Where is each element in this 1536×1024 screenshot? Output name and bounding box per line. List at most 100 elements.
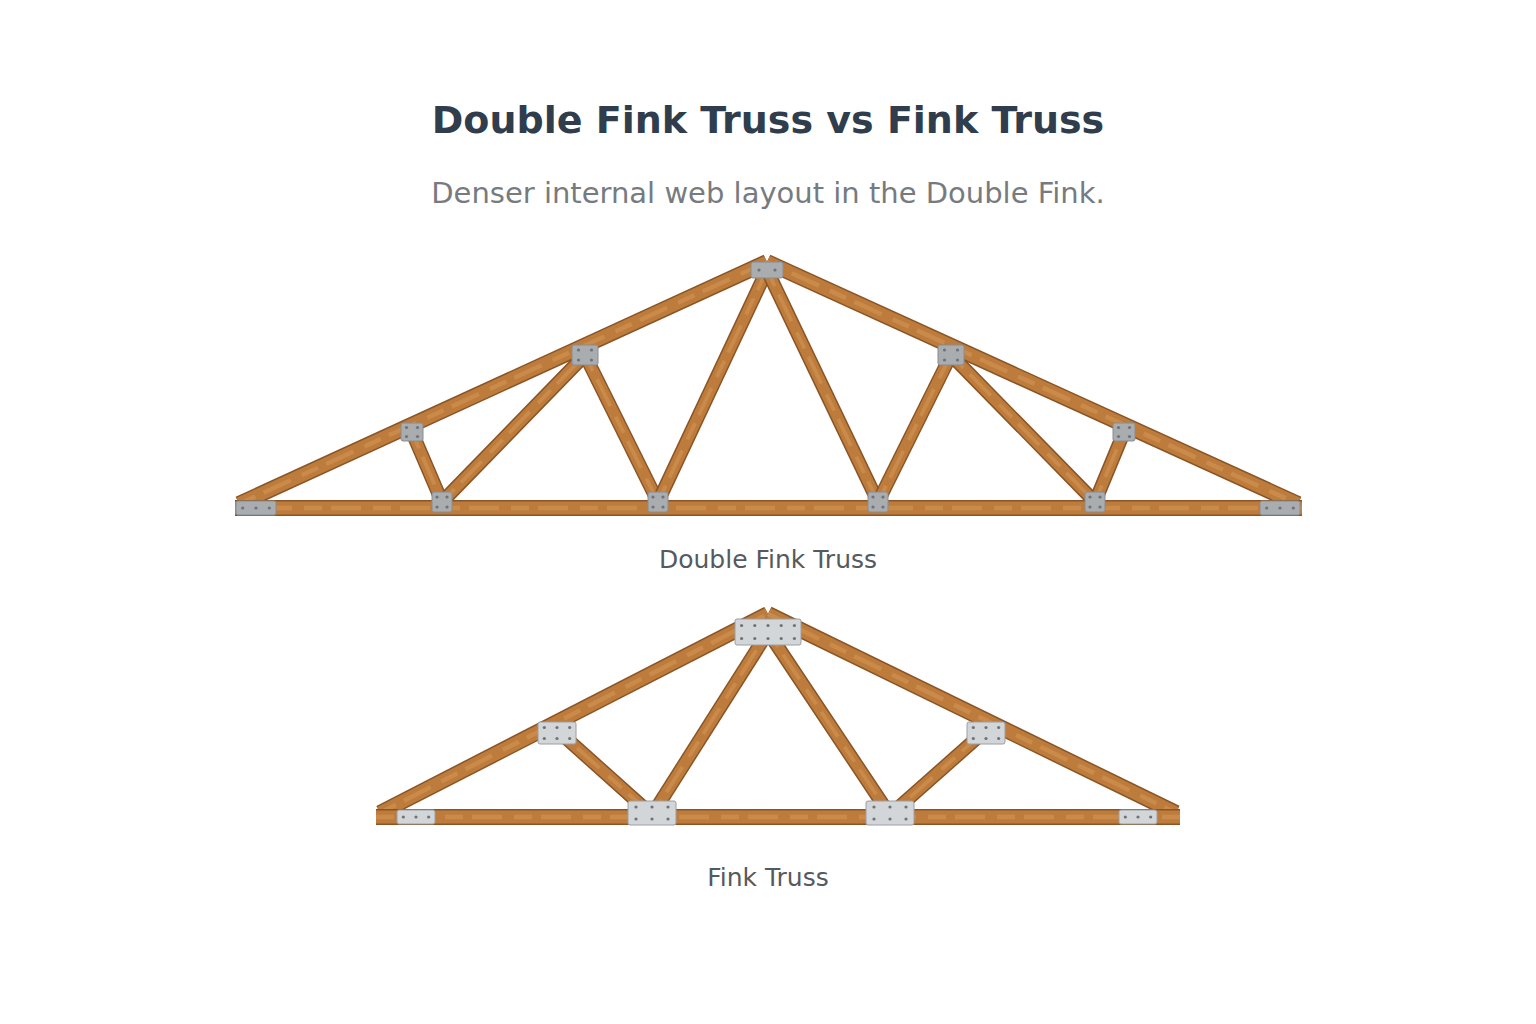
nail-dot [661, 495, 664, 498]
nail-dot [650, 817, 653, 820]
nail-dot [666, 817, 669, 820]
nail-dot [577, 348, 580, 351]
plate-body [735, 619, 801, 645]
nail-dot [956, 358, 959, 361]
nail-dot [871, 505, 874, 508]
plate-body [538, 722, 576, 744]
gusset-plate [1260, 501, 1300, 515]
nail-dot [1292, 506, 1295, 509]
nail-dot [757, 268, 760, 271]
nail-dot [651, 495, 654, 498]
nail-dot [1124, 815, 1127, 818]
nail-dot [766, 624, 769, 627]
gusset-plate [735, 619, 801, 645]
plate-body [628, 801, 676, 825]
nail-dot [1278, 506, 1281, 509]
plate-body [866, 801, 914, 825]
nail-dot [773, 268, 776, 271]
nail-dot [904, 805, 907, 808]
wood-member-edge [878, 355, 951, 502]
nail-dot [1117, 435, 1120, 438]
nail-dot [780, 637, 783, 640]
wood-grain [878, 355, 951, 502]
nail-dot [634, 805, 637, 808]
gusset-plate [628, 801, 676, 825]
nail-dot [555, 726, 558, 729]
nail-dot [956, 348, 959, 351]
wood-member [585, 355, 658, 502]
plate-body [1085, 492, 1105, 512]
gusset-plate [1113, 423, 1135, 441]
nail-dot [740, 624, 743, 627]
nail-dot [435, 505, 438, 508]
wood-member [380, 614, 768, 813]
nail-dot [1088, 495, 1091, 498]
nail-dot [904, 817, 907, 820]
plate-body [572, 345, 598, 365]
nail-dot [984, 726, 987, 729]
nail-dot [1117, 426, 1120, 429]
gusset-plate [401, 423, 423, 441]
diagram-title: Double Fink Truss vs Fink Truss [0, 98, 1536, 142]
nail-dot [872, 805, 875, 808]
plate-body [938, 345, 964, 365]
nail-dot [634, 817, 637, 820]
nail-dot [405, 435, 408, 438]
plate-body [967, 722, 1005, 744]
nail-dot [943, 358, 946, 361]
nail-dot [888, 805, 891, 808]
truss-label: Double Fink Truss [0, 545, 1536, 574]
wood-member [878, 355, 951, 502]
wood-grain [768, 614, 1176, 813]
nail-dot [753, 624, 756, 627]
wood-member [376, 811, 1180, 824]
wood-grain [235, 506, 1302, 511]
nail-dot [590, 348, 593, 351]
nail-dot [984, 737, 987, 740]
nail-dot [577, 358, 580, 361]
plate-body [751, 262, 783, 278]
wood-grain [376, 815, 1180, 820]
nail-dot [254, 506, 257, 509]
nail-dot [766, 637, 769, 640]
nail-dot [780, 624, 783, 627]
plate-body [432, 492, 452, 512]
gusset-plate [648, 492, 668, 512]
gusset-plate [868, 492, 888, 512]
wood-grain [585, 355, 658, 502]
gusset-plate [538, 722, 576, 744]
wood-grain [767, 262, 1298, 504]
nail-dot [268, 506, 271, 509]
wood-member-edge [768, 614, 1176, 813]
wood-member-edge [585, 355, 658, 502]
nail-dot [1128, 426, 1131, 429]
nail-dot [543, 737, 546, 740]
nail-dot [414, 815, 417, 818]
wood-member-edge [235, 500, 1302, 516]
gusset-plate [1119, 810, 1157, 824]
nail-dot [793, 637, 796, 640]
nail-dot [416, 426, 419, 429]
nail-dot [427, 815, 430, 818]
nail-dot [405, 426, 408, 429]
nail-dot [740, 637, 743, 640]
nail-dot [997, 737, 1000, 740]
gusset-plate [1085, 492, 1105, 512]
plate-body [868, 492, 888, 512]
wood-grain [380, 614, 768, 813]
nail-dot [661, 505, 664, 508]
nail-dot [972, 737, 975, 740]
gusset-plate [866, 801, 914, 825]
nail-dot [881, 495, 884, 498]
nail-dot [888, 817, 891, 820]
nail-dot [650, 805, 653, 808]
wood-member-edge [767, 262, 1298, 504]
nail-dot [943, 348, 946, 351]
plate-body [401, 423, 423, 441]
truss-label: Fink Truss [0, 863, 1536, 892]
gusset-plate [397, 810, 435, 824]
nail-dot [1128, 435, 1131, 438]
nail-dot [871, 495, 874, 498]
nail-dot [1136, 815, 1139, 818]
gusset-plate [938, 345, 964, 365]
